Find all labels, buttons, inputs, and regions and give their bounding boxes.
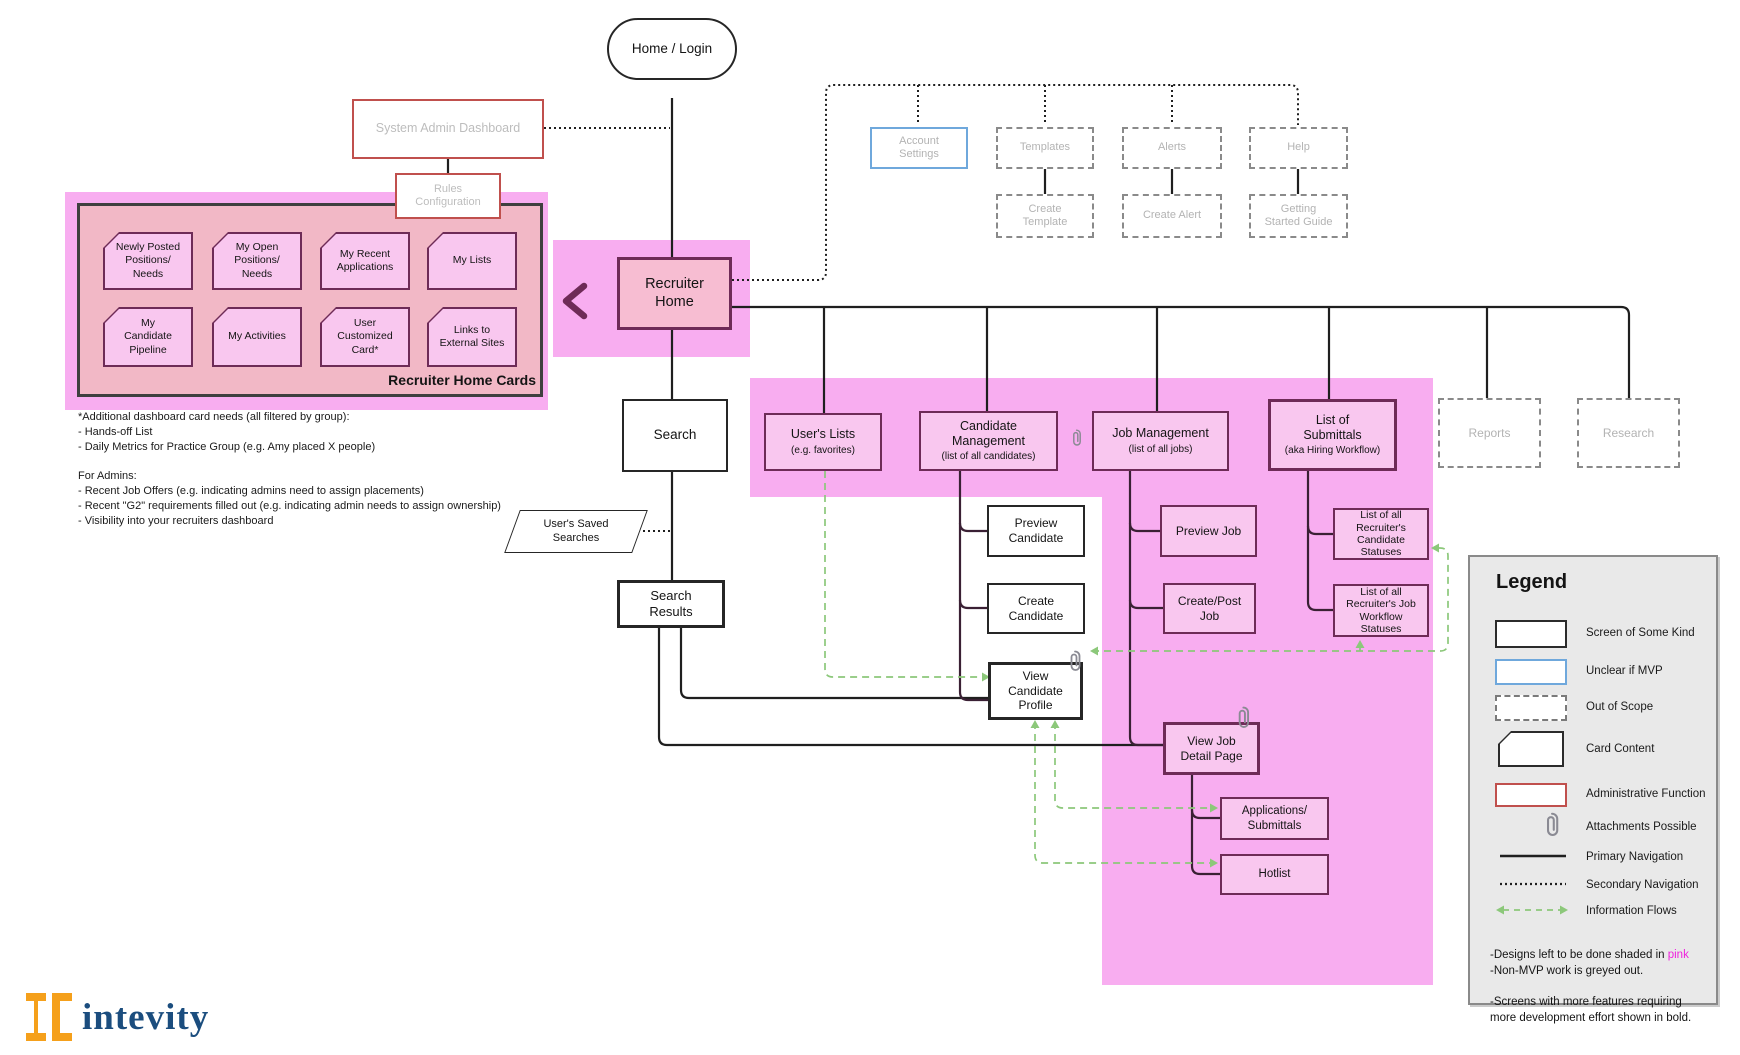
card-content-swatch: [1498, 731, 1564, 767]
node-title: List of Submittals: [1303, 412, 1362, 442]
node-users-lists: User's Lists (e.g. favorites): [764, 413, 882, 471]
node-view-job-detail-page: View Job Detail Page: [1163, 722, 1260, 775]
home-card: My Recent Applications: [320, 232, 410, 290]
node-create-post-job: Create/Post Job: [1163, 583, 1256, 634]
legend: Legend Screen of Some Kind Unclear if MV…: [1468, 555, 1718, 1024]
node-applications-submittals: Applications/ Submittals: [1220, 797, 1329, 840]
node-research: Research: [1577, 398, 1680, 468]
node-job-management: Job Management (list of all jobs): [1092, 411, 1229, 471]
home-card: My Lists: [427, 232, 517, 290]
node-view-candidate-profile: View Candidate Profile: [988, 662, 1083, 720]
node-preview-candidate: Preview Candidate: [987, 505, 1085, 557]
node-templates: Templates: [996, 127, 1094, 169]
node-subtitle: (e.g. favorites): [791, 444, 855, 456]
legend-note-line1: -Designs left to be done shaded in: [1490, 948, 1668, 961]
node-users-saved-searches: User's Saved Searches: [504, 510, 648, 553]
intevity-logo-mark: [26, 993, 72, 1041]
node-preview-job: Preview Job: [1160, 505, 1257, 557]
legend-note-line2: -Non-MVP work is greyed out.: [1490, 964, 1644, 977]
dashboard-card-notes: *Additional dashboard card needs (all fi…: [78, 411, 501, 527]
node-search-results: Search Results: [617, 580, 725, 628]
node-home-login: Home / Login: [607, 18, 737, 80]
legend-note-pink: pink: [1667, 948, 1689, 961]
home-card: My Activities: [212, 307, 302, 367]
node-create-template: Create Template: [996, 194, 1094, 238]
node-subtitle: (list of all candidates): [941, 451, 1036, 463]
highlight-job-area: [1102, 497, 1433, 985]
legend-label: Out of Scope: [1586, 701, 1654, 713]
legend-label: Administrative Function: [1586, 788, 1706, 800]
legend-title: Legend: [1496, 571, 1568, 593]
node-account-settings: Account Settings: [870, 127, 968, 169]
node-candidate-statuses: List of all Recruiter's Candidate Status…: [1333, 508, 1429, 560]
legend-label: Card Content: [1586, 743, 1655, 755]
legend-note-line3: -Screens with more features requiring mo…: [1490, 996, 1692, 1025]
node-recruiter-home: Recruiter Home: [617, 257, 732, 330]
legend-label: Primary Navigation: [1586, 851, 1684, 863]
legend-label: Attachments Possible: [1586, 821, 1697, 833]
intevity-logo-text: intevity: [82, 997, 210, 1038]
node-rules-configuration: Rules Configuration: [395, 173, 501, 219]
node-subtitle: (aka Hiring Workflow): [1284, 445, 1381, 457]
out-of-scope-swatch: [1495, 695, 1567, 721]
node-subtitle: (list of all jobs): [1128, 443, 1193, 455]
node-getting-started-guide: Getting Started Guide: [1249, 194, 1348, 238]
recruiter-home-cards-title: Recruiter Home Cards: [388, 372, 536, 388]
home-card: My Open Positions/ Needs: [212, 232, 302, 290]
node-hotlist: Hotlist: [1220, 854, 1329, 895]
node-create-alert: Create Alert: [1122, 194, 1222, 238]
screen-swatch: [1495, 620, 1567, 648]
legend-label: Information Flows: [1586, 905, 1677, 917]
home-card: My Candidate Pipeline: [103, 307, 193, 367]
node-job-workflow-statuses: List of all Recruiter's Job Workflow Sta…: [1333, 584, 1429, 637]
node-help: Help: [1249, 127, 1348, 169]
home-card: Links to External Sites: [427, 307, 517, 367]
node-title: User's Lists: [790, 427, 856, 442]
legend-label: Secondary Navigation: [1586, 879, 1699, 891]
administrative-swatch: [1495, 783, 1567, 807]
node-create-candidate: Create Candidate: [987, 583, 1085, 634]
node-title: Candidate Management: [952, 418, 1025, 448]
legend-label: Screen of Some Kind: [1586, 627, 1695, 639]
node-list-of-submittals: List of Submittals (aka Hiring Workflow): [1268, 399, 1397, 471]
node-title: Job Management: [1112, 426, 1209, 441]
home-card: Newly Posted Positions/ Needs: [103, 232, 193, 290]
node-system-admin-dashboard: System Admin Dashboard: [352, 99, 544, 159]
node-candidate-management: Candidate Management (list of all candid…: [919, 411, 1058, 471]
node-search: Search: [622, 399, 728, 472]
unclear-mvp-swatch: [1495, 659, 1567, 685]
legend-notes: -Designs left to be done shaded in pink …: [1490, 932, 1712, 1043]
node-alerts: Alerts: [1122, 127, 1222, 169]
node-reports: Reports: [1438, 398, 1541, 468]
home-card: User Customized Card*: [320, 307, 410, 367]
legend-label: Unclear if MVP: [1586, 665, 1663, 677]
